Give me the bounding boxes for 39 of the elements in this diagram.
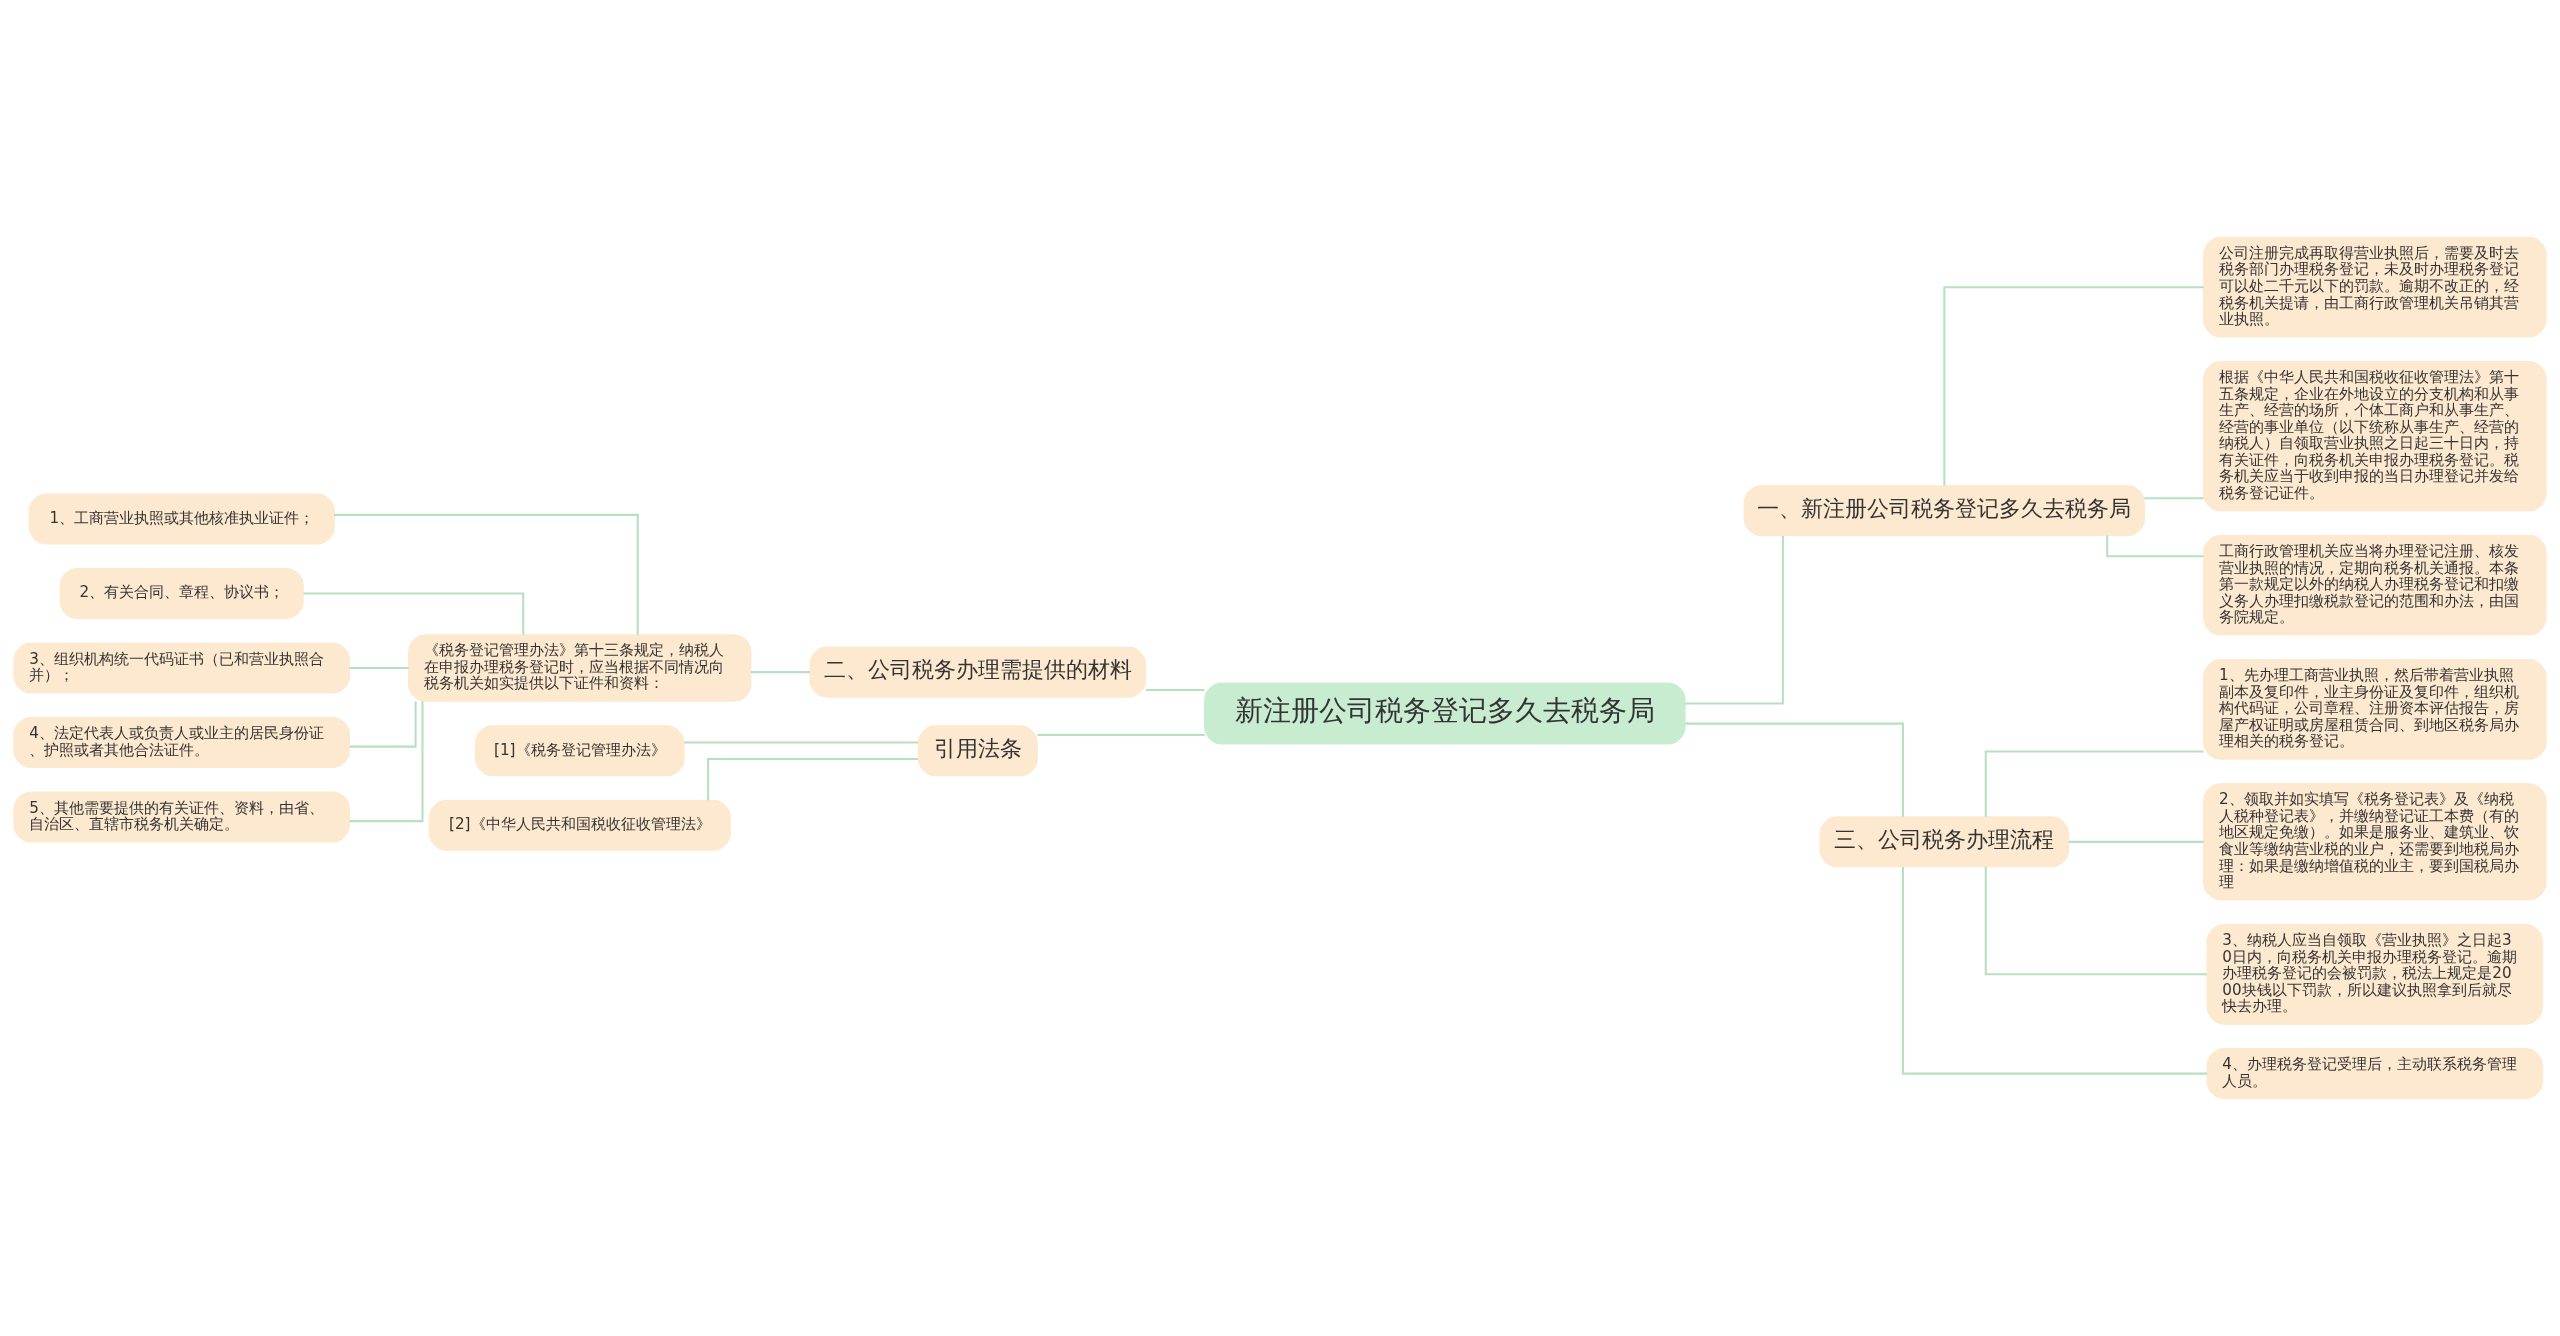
node-box: 1、先办理工商营业执照，然后带着营业执照副本及复印件，业主身份证及复印件，组织机构代码证，公司章程、注册资本评估报告，房屋产权证明或房屋租赁合同、到地区税务局办理相关的税务登记。 xyxy=(2203,659,2547,760)
connector xyxy=(2068,840,2204,843)
node-box: 2、领取并如实填写《税务登记表》及《纳税人税种登记表》，并缴纳登记证工本费（有的地区规定免缴）。如果是服务业、建筑业、饮食业等缴纳营业税的业户，还需要到地税局办理：如果是缴纳增值税的业主，要到国税局办理 xyxy=(2203,783,2547,901)
node-box: 3、纳税人应当自领取《营业执照》之日起30日内，向税务机关申报办理税务登记。逾期办理税务登记的会被罚款，税法上规定是2000块钱以下罚款，所以建议执照拿到后就尽快去办理。 xyxy=(2206,923,2544,1025)
node-box: 5、其他需要提供的有关证件、资料，由省、自治区、直辖市税务机关确定。 xyxy=(13,791,351,843)
node-box: 工商行政管理机关应当将办理登记注册、核发营业执照的情况，定期向税务机关通报。本条第一款规定以外的纳税人办理税务登记和扣缴义务人办理扣缴税款登记的范围和办法，由国务院规定。 xyxy=(2203,534,2547,636)
node-box: 4、办理税务登记受理后，主动联系税务管理人员。 xyxy=(2206,1048,2544,1100)
node-box: 新注册公司税务登记多久去税务局 xyxy=(1204,682,1686,745)
connector xyxy=(1685,722,1904,817)
connector xyxy=(2144,497,2204,500)
connector xyxy=(707,758,918,801)
node-box: [1]《税务登记管理办法》 xyxy=(474,725,685,777)
node-box: 根据《中华人民共和国税收征收管理法》第十五条规定，企业在外地设立的分支机构和从事生产、经营的场所，个体工商户和从事生产、经营的事业单位（以下统称从事生产、经营的纳税人）自领取营业执照之日起三十日内，持有关证件，向税务机关申报办理税务登记。税务机关应当于收到申报的当日办理登记并发给税务登记证件。 xyxy=(2203,361,2547,512)
node-box: [2]《中华人民共和国税收征收管理法》 xyxy=(428,799,731,851)
node-box: 4、法定代表人或负责人或业主的居民身份证、护照或者其他合法证件。 xyxy=(13,716,351,769)
connector xyxy=(303,592,525,635)
node-box: 1、工商营业执照或其他核准执业证件； xyxy=(28,493,335,545)
node-box: 2、有关合同、章程、协议书； xyxy=(59,567,304,620)
connector xyxy=(1943,286,2204,486)
node-box: 3、组织机构统一代码证书（已和营业执照合并）； xyxy=(13,642,351,694)
node-box: 三、公司税务办理流程 xyxy=(1819,816,2070,868)
node-box: 《税务登记管理办法》第十三条规定，纳税人在申报办理税务登记时，应当根据不同情况向税务机关如实提供以下证件和资料： xyxy=(408,634,752,702)
connector xyxy=(684,741,919,744)
node-box: 一、新注册公司税务登记多久去税务局 xyxy=(1743,485,2146,537)
connector xyxy=(334,513,639,635)
connector xyxy=(1984,866,2207,976)
connector xyxy=(349,701,417,748)
connector xyxy=(1145,689,1205,692)
connector xyxy=(2106,535,2204,558)
connector xyxy=(1685,535,1784,705)
connector xyxy=(349,666,409,670)
connector xyxy=(1901,867,2208,1075)
connector xyxy=(1037,733,1205,736)
connector xyxy=(349,701,424,823)
connector xyxy=(750,671,810,674)
connector xyxy=(1984,750,2204,817)
node-box: 公司注册完成再取得营业执照后，需要及时去税务部门办理税务登记，未及时办理税务登记可以处二千元以下的罚款。逾期不改正的，经税务机关提请，由工商行政管理机关吊销其营业执照。 xyxy=(2203,236,2547,338)
node-box: 引用法条 xyxy=(917,725,1038,777)
node-box: 二、公司税务办理需提供的材料 xyxy=(809,646,1147,698)
